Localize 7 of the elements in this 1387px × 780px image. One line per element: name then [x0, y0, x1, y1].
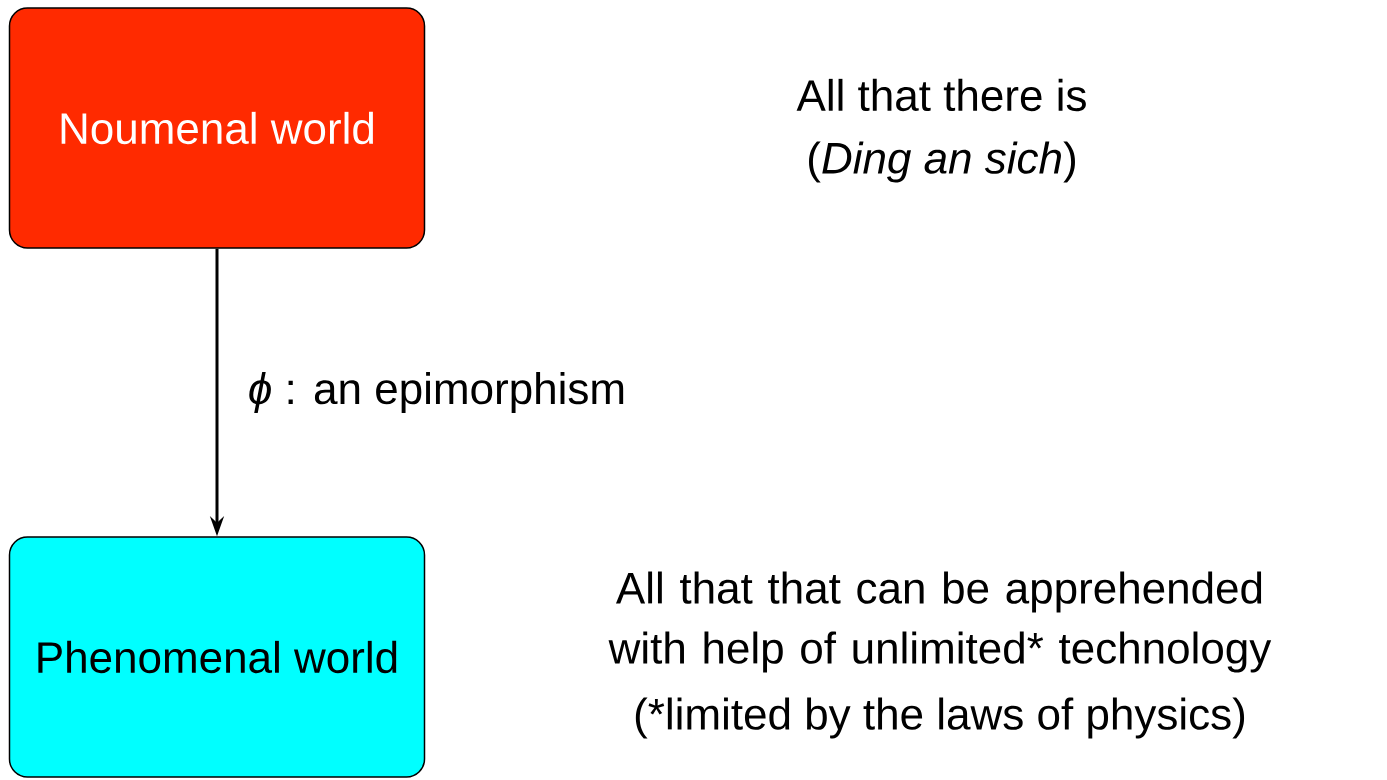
world-box: Phenomenal world	[8, 536, 426, 778]
description-text: (*limited by the laws of physics)	[635, 697, 1245, 739]
description-text: All that that can be apprehended with help of unlimited* technology	[608, 571, 1272, 673]
description-text: All that there is	[796, 78, 1086, 112]
edge-label: ϕ : an epimorphism	[249, 372, 624, 413]
world-box: Noumenal world	[8, 7, 426, 249]
description-text: (Ding an sich)	[809, 141, 1075, 183]
